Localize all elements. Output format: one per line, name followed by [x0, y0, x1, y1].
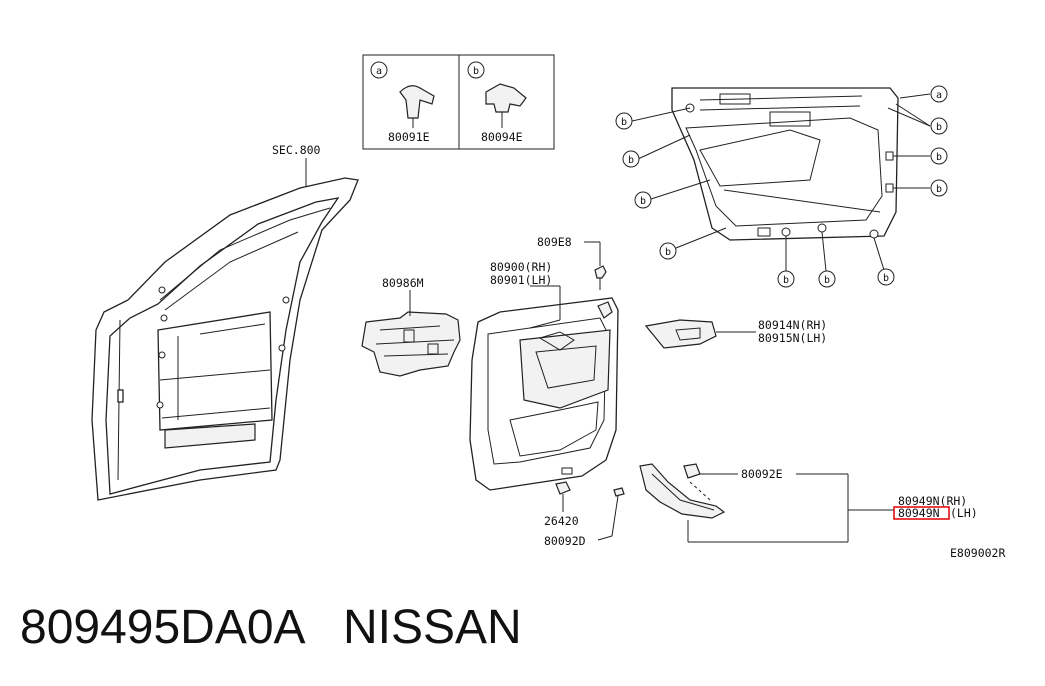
callout-b: b: [824, 275, 830, 286]
callout-b: b: [936, 152, 942, 163]
label-80092E: 80092E: [741, 467, 783, 481]
label-80915N-lh: 80915N(LH): [758, 331, 827, 345]
diagram-code: E809002R: [950, 546, 1005, 560]
caption-brand: NISSAN: [342, 601, 522, 654]
callout-b: b: [621, 117, 627, 128]
part-809E8-drawing: [594, 265, 613, 319]
door-trim-exploded-diagram: SEC.800 a b 80091E 80094E: [91, 54, 1005, 560]
label-80949N-lh: 80949N: [898, 506, 940, 520]
callout-b: b: [936, 184, 942, 195]
part-caption: 809495DA0A NISSAN: [20, 600, 522, 656]
part-80914N-finisher-drawing: [644, 319, 717, 349]
clip-callouts: [615, 85, 948, 288]
callout-b: b: [936, 122, 942, 133]
label-80900-rh: 80900(RH): [490, 260, 552, 274]
label-26420: 26420: [544, 514, 579, 528]
legend-letter-a: a: [376, 66, 382, 77]
part-80986M-drawing: [361, 311, 461, 377]
legend-part-80091E: 80091E: [388, 130, 430, 144]
clip-legend-box: [362, 54, 555, 150]
legend-part-80094E: 80094E: [481, 130, 523, 144]
caption-spacer: [303, 601, 343, 654]
part-80949N-finisher-drawing: [639, 463, 726, 519]
callout-b: b: [665, 247, 671, 258]
small-parts-drawing: [555, 481, 625, 537]
trim-back-view-drawing: [671, 87, 899, 241]
callout-b: b: [783, 275, 789, 286]
callout-b: b: [628, 155, 634, 166]
legend-letter-b: b: [473, 66, 479, 77]
label-80949N-rh: 80949N(RH): [898, 494, 967, 508]
label-80986M: 80986M: [382, 276, 424, 290]
label-80914N-rh: 80914N(RH): [758, 318, 827, 332]
callout-b: b: [640, 196, 646, 207]
callout-b: b: [883, 273, 889, 284]
section-reference-label: SEC.800: [272, 143, 321, 157]
door-frame-drawing: [91, 158, 359, 501]
callout-a: a: [936, 90, 942, 101]
label-80949N-lh-suffix: (LH): [950, 506, 978, 520]
highlighted-part-box: [893, 506, 950, 520]
label-80901-lh: 80901(LH): [490, 273, 552, 287]
caption-part-number: 809495DA0A: [20, 601, 303, 654]
label-809E8: 809E8: [537, 235, 572, 249]
part-80900-door-trim-drawing: [469, 297, 619, 491]
label-80092D: 80092D: [544, 534, 586, 548]
